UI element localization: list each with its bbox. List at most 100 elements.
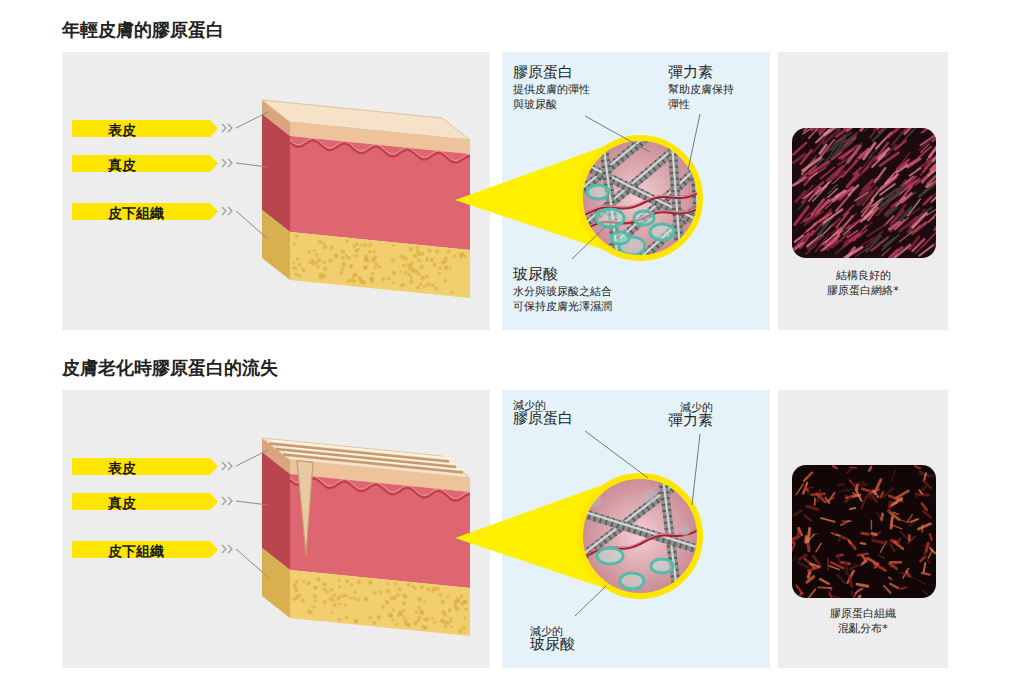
fat-cell <box>407 623 411 627</box>
fat-cell <box>409 279 414 284</box>
fiber-streak <box>850 508 855 509</box>
leader-line <box>236 501 268 505</box>
fiber-streak <box>866 160 874 170</box>
skin-layer <box>290 122 470 154</box>
fat-cell <box>357 580 361 584</box>
fiber-streak <box>889 496 901 501</box>
fat-cell <box>339 271 343 275</box>
fiber-streak <box>927 179 936 187</box>
fat-cell <box>402 593 406 597</box>
fiber-streak <box>872 534 876 535</box>
fat-cell <box>349 264 353 268</box>
fat-cell <box>398 587 402 591</box>
fat-cell <box>372 277 375 280</box>
fat-cell <box>331 611 335 615</box>
fiber-streak <box>827 559 829 570</box>
fiber-streak <box>862 497 867 508</box>
fiber-streak <box>838 556 839 562</box>
fiber-streak <box>829 587 832 590</box>
fiber-streak <box>812 493 825 496</box>
fiber-streak <box>849 185 858 195</box>
fat-cell <box>353 279 357 283</box>
fat-cell <box>407 272 411 276</box>
fiber-streak <box>841 521 849 526</box>
fiber-streak <box>923 545 931 547</box>
fiber-streak <box>894 220 904 230</box>
fat-cell <box>313 595 317 599</box>
fat-cell <box>413 621 417 625</box>
fiber-streak <box>843 205 853 215</box>
leader-line <box>236 211 268 239</box>
fat-cell <box>386 601 390 605</box>
micrograph-panel: 結構良好的 膠原蛋白網絡* <box>778 52 948 330</box>
fat-cell <box>417 259 420 262</box>
fiber-streak <box>869 200 879 211</box>
fiber-streak <box>844 232 859 242</box>
fiber-streak <box>922 573 929 575</box>
fiber-streak <box>926 174 936 186</box>
fiber-streak <box>931 156 936 169</box>
fiber-streak <box>887 175 899 183</box>
fiber-streak <box>880 153 898 166</box>
fiber-streak <box>827 168 841 181</box>
skin-layer-side <box>262 100 290 136</box>
fat-cell <box>292 583 296 587</box>
fiber-streak <box>822 240 837 250</box>
fat-cell <box>363 243 367 247</box>
skin-layer-side <box>262 548 290 618</box>
fiber-streak <box>857 188 872 204</box>
fiber-streak <box>909 237 918 249</box>
fiber-streak <box>857 584 868 586</box>
fiber-streak <box>792 558 796 565</box>
fat-cell <box>416 246 420 250</box>
text-holder: 彈力素 <box>668 62 758 83</box>
fat-cell <box>293 243 296 246</box>
fiber-streak <box>885 145 896 158</box>
fat-cell <box>341 267 344 270</box>
fat-cell <box>454 600 457 603</box>
fat-cell <box>356 254 359 257</box>
fat-cell <box>318 239 323 244</box>
fat-cell <box>414 587 417 590</box>
fiber-streak <box>862 179 873 190</box>
fiber-streak <box>879 189 898 202</box>
fiber-streak <box>848 540 850 543</box>
hyaluronic-ring <box>651 559 673 573</box>
fiber-streak <box>900 587 907 589</box>
fat-cell <box>407 623 411 627</box>
fiber-streak <box>792 542 794 544</box>
fiber-streak <box>868 209 877 219</box>
skin-surface <box>262 100 470 140</box>
fat-cell <box>395 623 398 626</box>
chevron <box>222 497 226 505</box>
fiber-streak <box>821 224 833 236</box>
fat-cell <box>350 278 355 283</box>
fiber-streak <box>910 208 920 215</box>
fiber-streak <box>880 184 895 195</box>
fat-cell <box>430 258 434 262</box>
fiber-streak <box>844 138 855 147</box>
fiber-streak <box>921 162 932 175</box>
fiber-streak <box>867 497 871 499</box>
fat-cell <box>404 271 408 275</box>
fiber-streak <box>863 188 877 205</box>
fiber-streak <box>849 541 855 549</box>
callout-title: 玻尿酸 <box>530 635 575 655</box>
text-holder: 表皮 <box>108 120 136 139</box>
fat-cell <box>371 258 376 263</box>
fat-cell <box>386 589 391 594</box>
fiber-streak <box>801 150 812 163</box>
fiber-streak <box>845 487 849 491</box>
fiber-streak <box>923 159 934 172</box>
fiber-streak <box>885 170 898 184</box>
fat-cell <box>297 593 302 598</box>
fat-cell <box>352 244 356 248</box>
fiber-streak <box>873 128 887 141</box>
fiber-streak <box>919 182 936 197</box>
fiber-streak <box>836 164 846 175</box>
fiber-streak <box>863 238 874 245</box>
fiber-streak <box>872 190 880 200</box>
fat-cell <box>332 593 336 597</box>
fat-cell <box>417 616 421 620</box>
